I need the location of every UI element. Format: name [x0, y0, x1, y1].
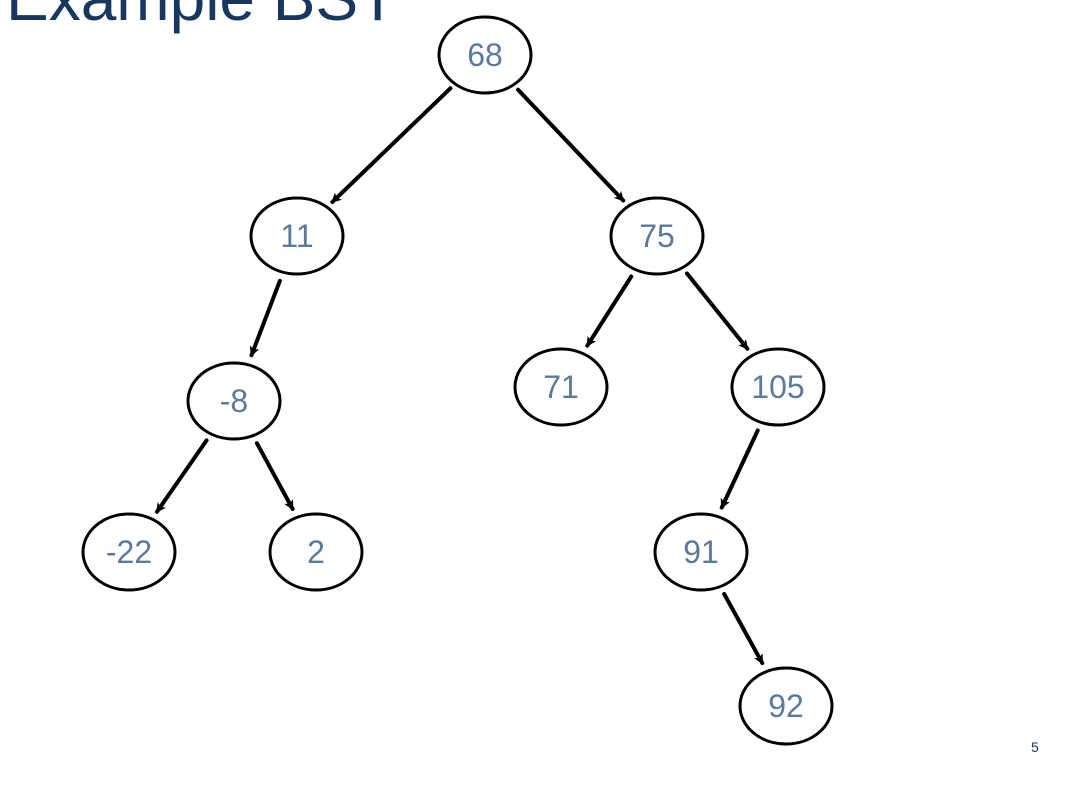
node-label: 71 — [543, 369, 579, 405]
node-label: 75 — [639, 218, 675, 254]
node-circle — [81, 512, 177, 592]
tree-node-71: 71 — [513, 347, 609, 427]
slide-title: Example BST — [6, 0, 397, 30]
edge-75-to-105 — [685, 271, 750, 351]
node-label: 2 — [307, 534, 325, 570]
edges — [154, 86, 765, 666]
edge-68-to-11 — [330, 86, 453, 205]
edge-105-to-91 — [719, 428, 760, 510]
tree-node-68: 68 — [437, 15, 533, 95]
edge-11-to--8 — [249, 278, 282, 358]
edge-75-to-71 — [585, 274, 634, 348]
tree-node--8: -8 — [186, 361, 282, 441]
edge--8-to--22 — [154, 438, 209, 514]
node-circle — [730, 347, 826, 427]
tree-node-75: 75 — [609, 196, 705, 276]
node-circle — [609, 196, 705, 276]
tree-node--22: -22 — [81, 512, 177, 592]
node-circle — [738, 666, 834, 746]
node-label: 11 — [280, 218, 313, 254]
node-circle — [513, 347, 609, 427]
node-label: 91 — [683, 534, 719, 570]
tree-node-2: 2 — [268, 512, 364, 592]
node-circle — [437, 15, 533, 95]
node-label: -22 — [106, 534, 152, 570]
edge-91-to-92 — [722, 592, 765, 666]
tree-node-91: 91 — [653, 512, 749, 592]
node-circle — [268, 512, 364, 592]
node-circle — [653, 512, 749, 592]
node-circle — [249, 196, 345, 276]
node-label: 68 — [467, 37, 503, 73]
node-label: 105 — [751, 369, 804, 405]
edge--8-to-2 — [254, 441, 295, 511]
node-label: 92 — [768, 688, 804, 724]
node-circle — [186, 361, 282, 441]
page-number: 5 — [1031, 739, 1039, 755]
edge-68-to-75 — [516, 87, 626, 203]
nodes: 68 11 75 -8 71 105 -22 2 91 92 — [81, 15, 834, 746]
tree-node-11: 11 — [249, 196, 345, 276]
node-label: -8 — [220, 383, 248, 419]
tree-node-92: 92 — [738, 666, 834, 746]
tree-node-105: 105 — [730, 347, 826, 427]
